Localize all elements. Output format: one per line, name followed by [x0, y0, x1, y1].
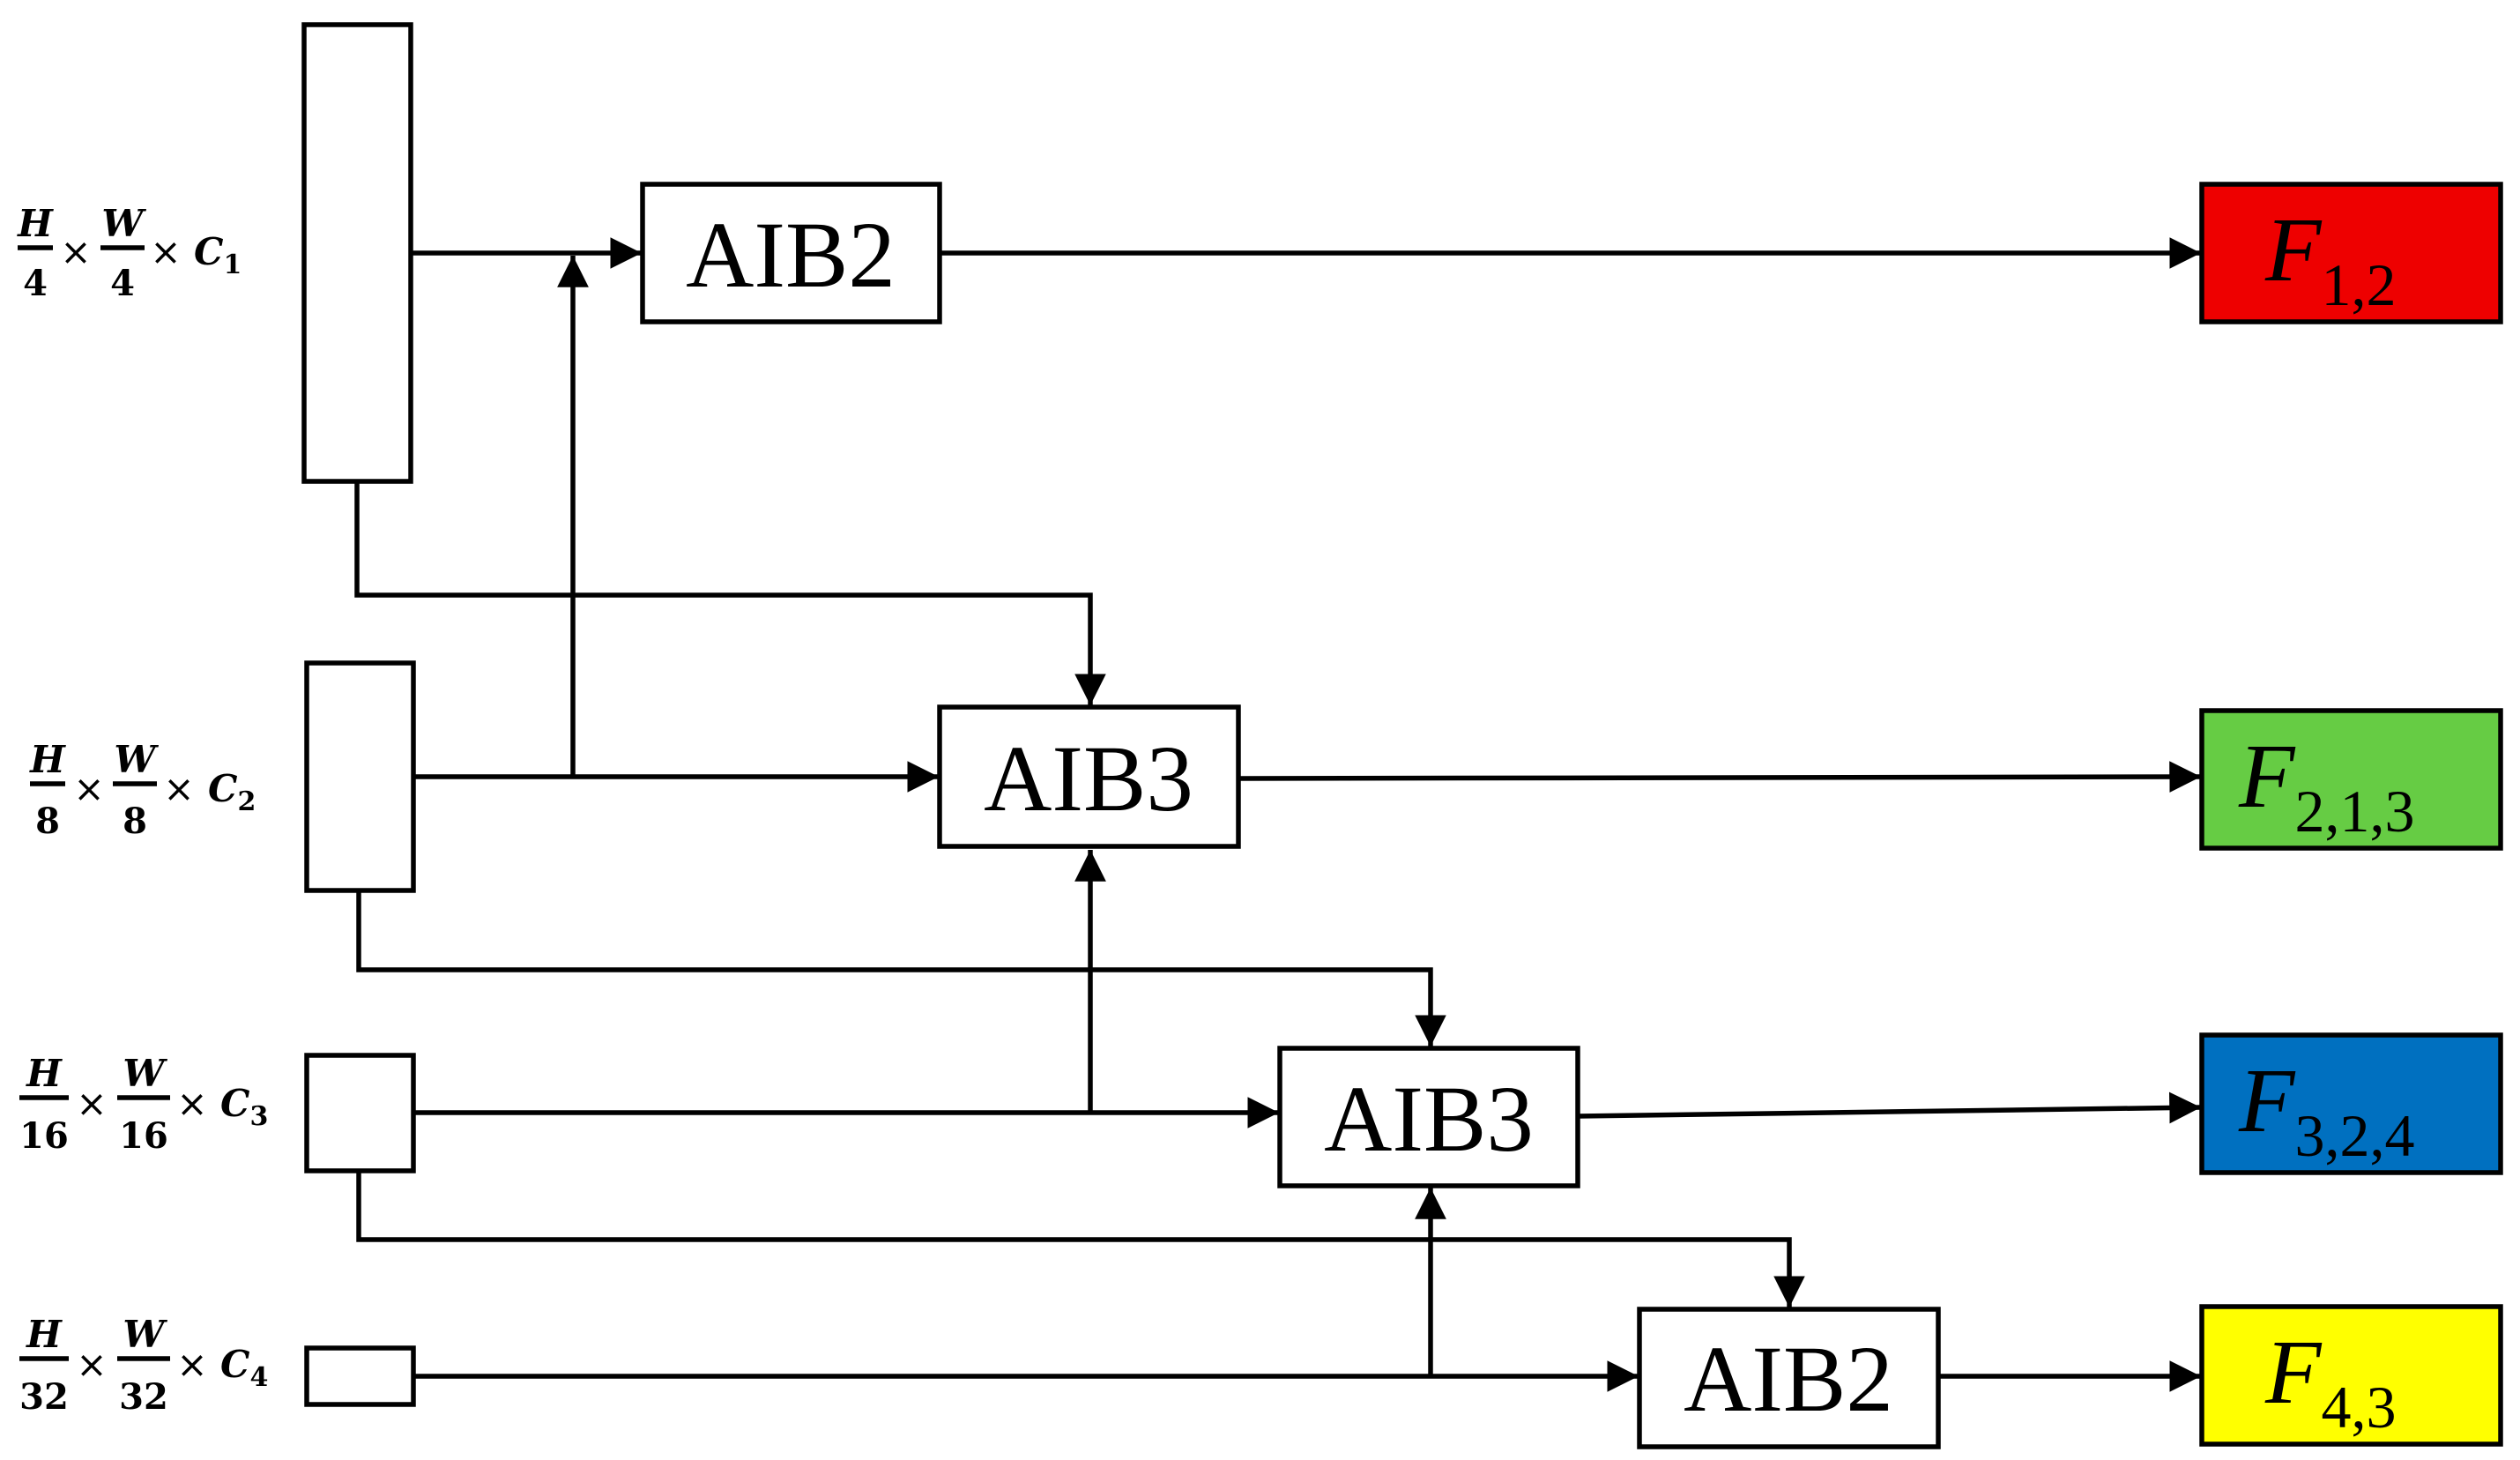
- dim-label-row3: H 16 × W 16 × C3: [19, 1052, 268, 1157]
- arrow-aib-mid2-to-output: [1577, 1091, 2202, 1124]
- feature-map-4: [304, 1345, 416, 1407]
- aib-mid2-label: AIB3: [1324, 1068, 1534, 1172]
- aib-mid1-label: AIB3: [984, 727, 1193, 831]
- feature-map-2: [304, 660, 416, 893]
- dim3-w: W: [123, 1052, 167, 1095]
- dim2-hden: 8: [35, 801, 60, 842]
- arrow-map2-down-to-aib-mid2: [356, 890, 1446, 1047]
- output-f213: F2,1,3: [2199, 708, 2503, 851]
- aib-block-mid2: AIB3: [1277, 1046, 1580, 1188]
- dim4-hden: 32: [19, 1376, 69, 1418]
- dim2-wden: 8: [123, 801, 147, 842]
- aib-block-top: AIB2: [640, 182, 942, 324]
- dim2-times-b: ×: [163, 767, 194, 810]
- dim2-h: H: [29, 738, 66, 781]
- output-f43: F4,3: [2199, 1304, 2503, 1447]
- output-f12-label: F1,2: [2264, 199, 2397, 318]
- dim4-wden: 32: [119, 1376, 168, 1418]
- dim-label-row1: H 4 × W 4 × C1: [17, 202, 242, 304]
- aib-bottom-label: AIB2: [1684, 1328, 1893, 1432]
- dim4-h: H: [26, 1313, 63, 1356]
- dim1-h: H: [17, 202, 54, 245]
- dim3-wden: 16: [119, 1115, 168, 1157]
- arrow-aib-mid1-to-output: [1238, 761, 2202, 793]
- dim3-times-a: ×: [76, 1082, 107, 1125]
- dim4-times-b: ×: [176, 1343, 207, 1386]
- dim2-w: W: [114, 738, 159, 781]
- output-f213-label: F2,1,3: [2238, 726, 2415, 845]
- dim1-times-b: ×: [150, 230, 181, 273]
- dim1-wden: 4: [110, 263, 135, 304]
- feature-map-1: [301, 22, 413, 484]
- output-f12: F1,2: [2199, 182, 2503, 324]
- dim1-times-a: ×: [60, 230, 91, 273]
- output-f324: F3,2,4: [2199, 1032, 2503, 1175]
- dim-label-row4: H 32 × W 32 × C4: [19, 1313, 268, 1418]
- aib-block-bottom: AIB2: [1637, 1307, 1941, 1449]
- dim3-c: C3: [220, 1082, 268, 1132]
- dim-label-row2: H 8 × W 8 × C2: [29, 738, 256, 842]
- dim1-hden: 4: [23, 263, 48, 304]
- dim2-c: C2: [208, 767, 256, 817]
- aib-top-label: AIB2: [686, 204, 896, 308]
- dim4-times-a: ×: [76, 1343, 107, 1386]
- arrow-map1-down-to-aib-mid1: [354, 481, 1106, 705]
- dim3-times-b: ×: [176, 1082, 207, 1125]
- output-f43-label: F4,3: [2264, 1322, 2397, 1441]
- dim1-w: W: [101, 202, 146, 245]
- feature-map-3: [304, 1053, 416, 1173]
- arrow-map3-down-to-aib-bottom: [356, 1171, 1805, 1307]
- dim3-h: H: [26, 1052, 63, 1095]
- dim2-times-a: ×: [73, 767, 104, 810]
- dim4-c: C4: [220, 1343, 268, 1393]
- dim1-c: C1: [194, 230, 242, 280]
- dim3-hden: 16: [19, 1115, 69, 1157]
- output-f324-label: F3,2,4: [2238, 1050, 2415, 1169]
- aib-block-mid1: AIB3: [937, 704, 1241, 849]
- dim4-w: W: [123, 1313, 167, 1356]
